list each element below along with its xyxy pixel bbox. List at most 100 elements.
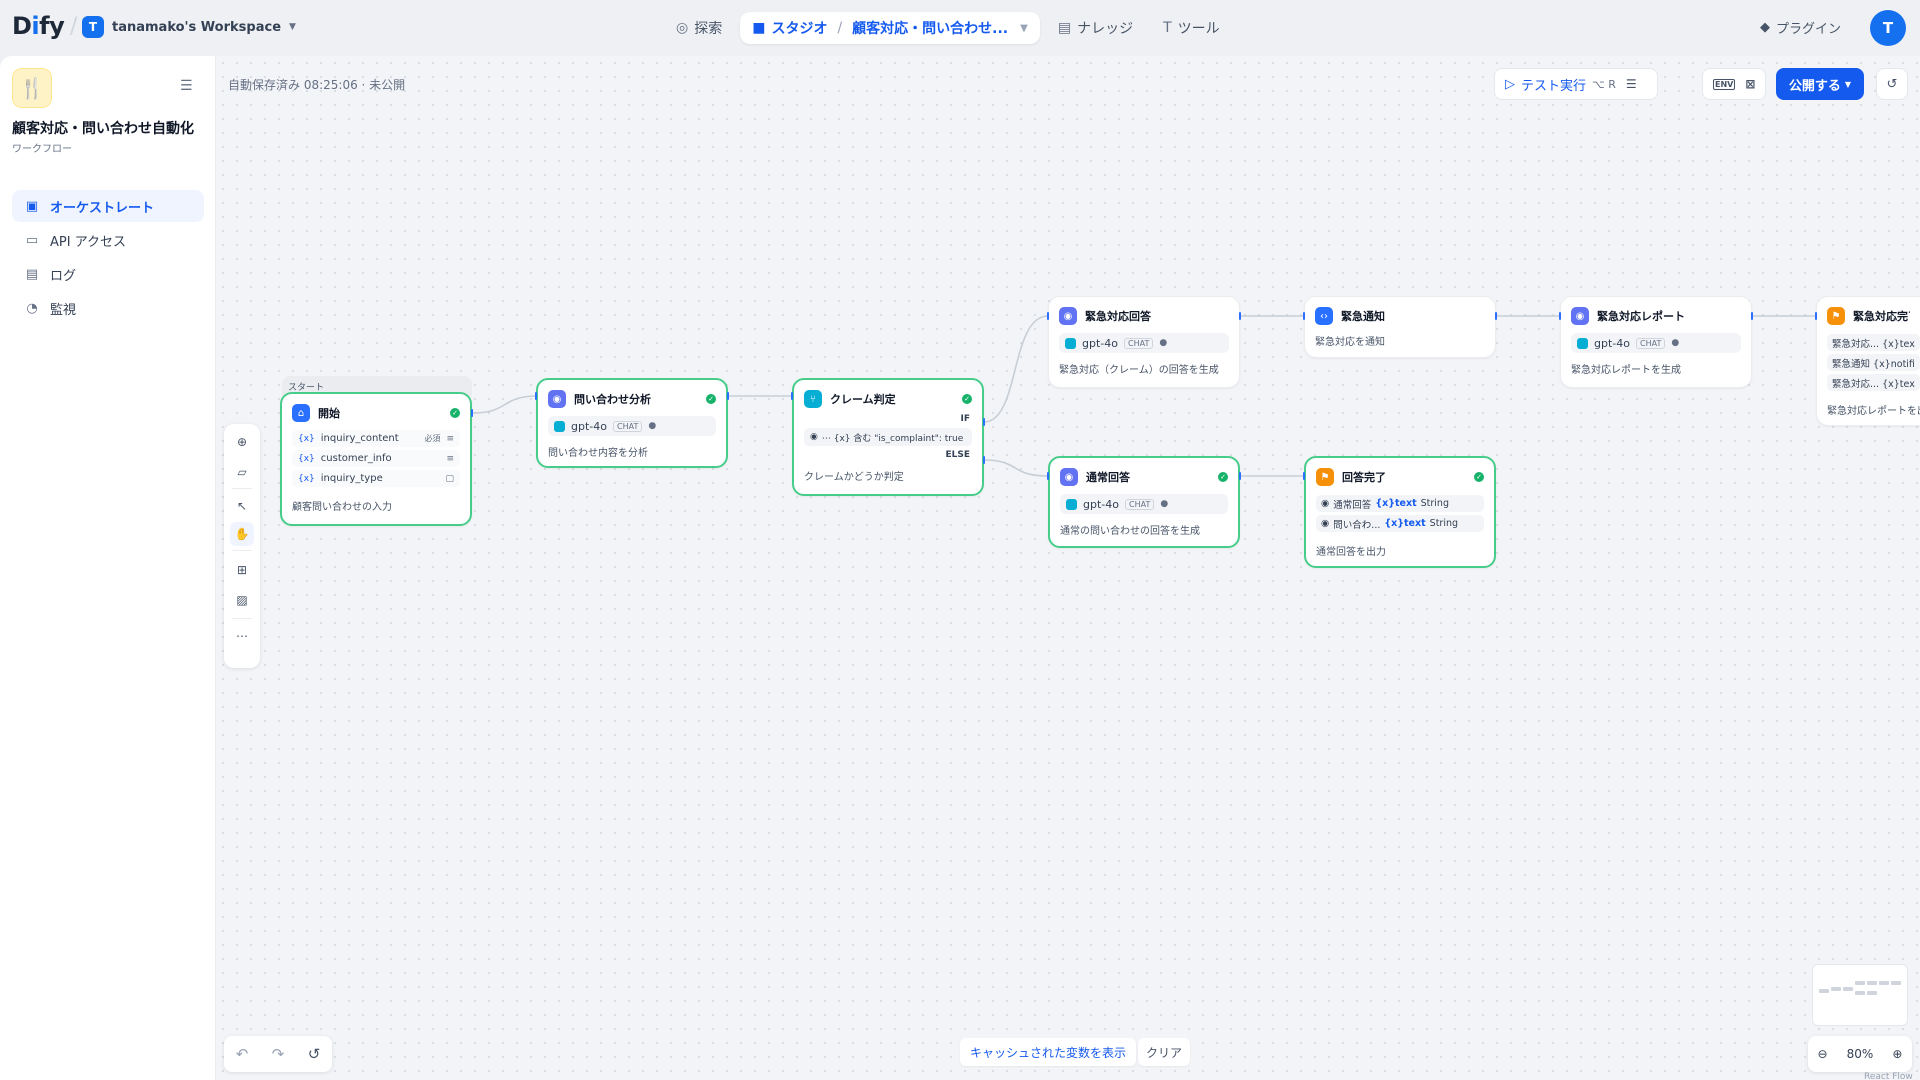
version-history-icon[interactable]: ↺: [307, 1045, 321, 1063]
add-node-icon[interactable]: ⊕: [236, 435, 248, 449]
workflow-canvas[interactable]: 自動保存済み 08:25:06 · 未公開 ▷ テスト実行 ⌥ R ☰ ENV …: [216, 56, 1920, 1080]
node-normal-reply[interactable]: ◉ 通常回答 ✓ gpt-4o CHAT ● 通常の問い合わせの回答を生成: [1048, 456, 1240, 548]
minimap[interactable]: [1812, 964, 1908, 1026]
show-cached-variables-button[interactable]: キャッシュされた変数を表示: [960, 1038, 1137, 1066]
zoom-out-icon[interactable]: ⊖: [1817, 1047, 1828, 1061]
target-handle[interactable]: [535, 392, 537, 400]
node-description: クレームかどうか判定: [804, 472, 904, 483]
cube-icon: ◆: [1760, 20, 1770, 35]
organize-icon[interactable]: ⊞: [236, 563, 248, 577]
select-type-icon: ▢: [445, 473, 454, 484]
node-title: 緊急対応レポート: [1597, 310, 1685, 323]
else-handle[interactable]: [983, 456, 985, 464]
hand-icon[interactable]: ✋: [230, 522, 254, 546]
zoom-in-icon[interactable]: ⊕: [1892, 1047, 1903, 1061]
source-handle[interactable]: [1239, 472, 1241, 480]
more-icon[interactable]: ⋯: [236, 629, 248, 643]
output-type: String: [1429, 518, 1459, 529]
react-flow-attribution[interactable]: React Flow: [1864, 1072, 1913, 1080]
node-complaint-check[interactable]: ⑂ クレーム判定 ✓ IF ◉ ⋯ {x} 含む "is_complaint":…: [792, 378, 984, 496]
node-title: 緊急通知: [1341, 310, 1385, 323]
add-note-icon[interactable]: ▱: [237, 465, 247, 479]
sidebar-item-monitoring[interactable]: ◔ 監視: [12, 292, 204, 324]
play-icon: ▷: [1505, 76, 1515, 92]
clear-button[interactable]: クリア: [1138, 1038, 1191, 1066]
text-type-icon: ≡: [446, 453, 454, 464]
chevron-down-icon[interactable]: ▼: [1020, 22, 1028, 34]
required-badge: 必須: [424, 434, 441, 443]
app-sidebar: 🍴 ☰ 顧客対応・問い合わせ自動化 ワークフロー ▣ オーケストレート ▭ AP…: [0, 56, 216, 1080]
target-handle[interactable]: [1815, 312, 1817, 320]
else-label: ELSE: [945, 450, 970, 460]
node-description: 緊急対応レポートを出: [1827, 406, 1920, 417]
node-description: 問い合わせ内容を分析: [548, 448, 648, 459]
divider: [232, 488, 252, 489]
output-row: 緊急対応... {x}tex: [1827, 334, 1920, 351]
nav-studio-label: スタジオ: [771, 21, 828, 37]
nav-knowledge[interactable]: ▤ ナレッジ: [1046, 12, 1145, 44]
sidebar-item-orchestrate[interactable]: ▣ オーケストレート: [12, 190, 204, 222]
source-handle[interactable]: [1751, 312, 1753, 320]
target-handle[interactable]: [1047, 472, 1049, 480]
env-button[interactable]: ENV: [1713, 78, 1736, 90]
node-title: 開始: [318, 407, 340, 420]
target-handle[interactable]: [1303, 312, 1305, 320]
eye-icon: ●: [648, 421, 657, 431]
target-handle[interactable]: [791, 392, 793, 400]
sidebar-item-logs[interactable]: ▤ ログ: [12, 258, 204, 290]
sidebar-item-api[interactable]: ▭ API アクセス: [12, 224, 204, 256]
nav-tools[interactable]: T ツール: [1151, 12, 1232, 44]
node-urgent-reply[interactable]: ◉ 緊急対応回答 gpt-4o CHAT ● 緊急対応（クレーム）の回答を生成: [1048, 296, 1240, 388]
node-inquiry-analysis[interactable]: ◉ 問い合わせ分析 ✓ gpt-4o CHAT ● 問い合わせ内容を分析: [536, 378, 728, 468]
book-icon: ▤: [1057, 20, 1072, 36]
target-handle[interactable]: [1047, 312, 1049, 320]
pointer-icon[interactable]: ↖: [236, 499, 248, 513]
check-icon: ✓: [450, 408, 460, 418]
env-toolbar: ENV ⊠: [1702, 68, 1766, 100]
current-app-name[interactable]: 顧客対応・問い合わせ...: [852, 21, 1009, 37]
undo-icon[interactable]: ↶: [235, 1045, 249, 1063]
plugin-button[interactable]: ◆ プラグイン: [1760, 18, 1841, 37]
llm-icon: ◉: [1059, 307, 1077, 325]
node-start[interactable]: ⌂ 開始 ✓ {x} inquiry_content 必須 ≡ {x} cust…: [280, 392, 472, 526]
sidebar-toggle-icon[interactable]: ☰: [180, 78, 193, 94]
nav-explore[interactable]: ◎ 探索: [664, 12, 734, 44]
workspace-switcher[interactable]: T tanamako's Workspace ▼: [82, 16, 296, 38]
variable-icon[interactable]: ⊠: [1745, 77, 1756, 91]
zoom-level[interactable]: 80%: [1846, 1047, 1874, 1061]
source-handle[interactable]: [471, 409, 473, 417]
variable-icon: {x}: [298, 453, 315, 464]
hammer-icon: T: [1163, 20, 1172, 36]
zoom-control: ⊖ 80% ⊕: [1808, 1036, 1912, 1072]
node-description: 通常の問い合わせの回答を生成: [1060, 526, 1200, 537]
target-handle[interactable]: [1303, 472, 1305, 480]
test-run-label: テスト実行: [1521, 78, 1587, 94]
mode-badge: CHAT: [1124, 498, 1155, 510]
nav-separator: /: [837, 20, 843, 36]
sidebar-menu: ▣ オーケストレート ▭ API アクセス ▤ ログ ◔ 監視: [12, 190, 204, 326]
chevron-down-icon: ▼: [1844, 79, 1852, 89]
checklist-icon[interactable]: ☰: [1625, 77, 1637, 91]
dify-logo[interactable]: Dify: [12, 12, 65, 40]
source-handle[interactable]: [1239, 312, 1241, 320]
if-handle[interactable]: [983, 418, 985, 426]
image-export-icon[interactable]: ▨: [236, 593, 248, 607]
user-avatar[interactable]: T: [1870, 10, 1906, 46]
nav-studio[interactable]: ■ スタジオ / 顧客対応・問い合わせ... ▼: [740, 12, 1040, 44]
source-handle[interactable]: [727, 392, 729, 400]
chevron-down-icon: ▼: [289, 22, 296, 32]
output-row: ◉ 問い合わ... {x}text String: [1316, 515, 1484, 532]
target-handle[interactable]: [1559, 312, 1561, 320]
sidebar-item-label: オーケストレート: [50, 200, 155, 216]
history-button[interactable]: ↺: [1876, 68, 1908, 100]
node-urgent-report[interactable]: ◉ 緊急対応レポート gpt-4o CHAT ● 緊急対応レポートを生成: [1560, 296, 1752, 388]
publish-button[interactable]: 公開する ▼: [1776, 68, 1864, 100]
test-run-shortcut: ⌥ R: [1592, 77, 1616, 91]
redo-icon[interactable]: ↷: [271, 1045, 285, 1063]
node-urgent-notify[interactable]: ‹› 緊急通知 緊急対応を通知: [1304, 296, 1496, 358]
source-handle[interactable]: [1495, 312, 1497, 320]
test-run-button[interactable]: ▷ テスト実行 ⌥ R: [1505, 75, 1616, 94]
node-reply-done[interactable]: ⚑ 回答完了 ✓ ◉ 通常回答 {x}text String ◉ 問い合わ...…: [1304, 456, 1496, 568]
condition-row: ◉ ⋯ {x} 含む "is_complaint": true: [804, 428, 972, 446]
node-urgent-done[interactable]: ⚑ 緊急対応完了 緊急対応... {x}tex 緊急通知 {x}notifi 緊…: [1816, 296, 1920, 426]
